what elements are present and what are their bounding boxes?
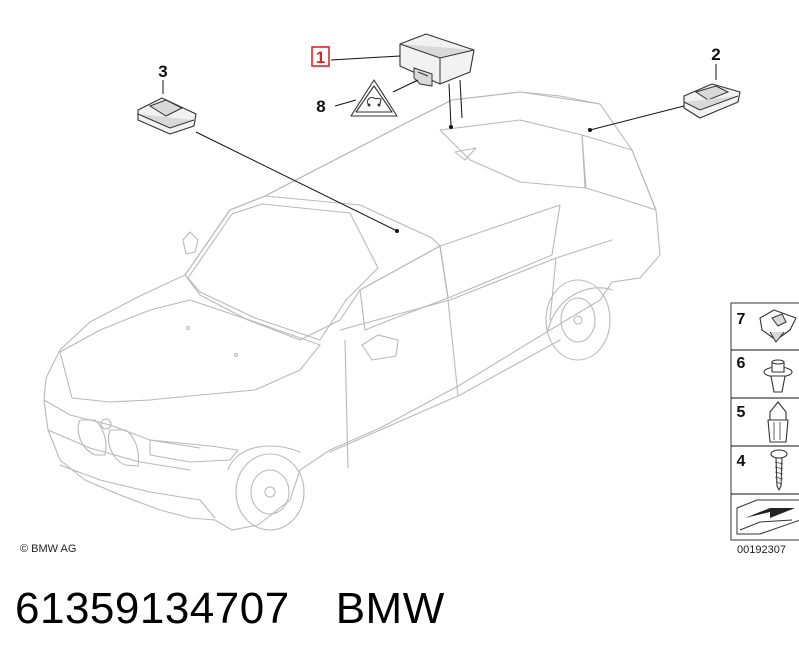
reference-number: 00192307 — [737, 544, 786, 556]
part-1-control-module — [399, 33, 475, 87]
warning-triangle-icon — [367, 97, 382, 107]
clip-part-7 — [759, 309, 797, 343]
side-item-6-label: 6 — [737, 355, 746, 372]
callout-2: 2 — [711, 45, 720, 64]
copyright-text: © BMW AG — [20, 543, 76, 555]
footer-caption: 61359134707 BMW — [15, 584, 445, 634]
push-rivet-part-6 — [763, 359, 793, 393]
part-number: 61359134707 — [15, 584, 290, 633]
side-item-5-label: 5 — [737, 404, 746, 421]
parts-diagram: 1 2 3 8 7 6 5 4 — [20, 33, 799, 556]
callout-3: 3 — [158, 62, 167, 81]
callout-8: 8 — [316, 97, 325, 116]
brand-name: BMW — [335, 584, 445, 633]
screw-part-4 — [770, 449, 788, 491]
part-8-warning-label — [350, 79, 398, 117]
car-illustration — [43, 91, 661, 531]
part-2-module — [683, 83, 741, 119]
callout-1: 1 — [316, 48, 325, 67]
leader-lines — [162, 55, 717, 233]
callout-1-highlight-box — [311, 46, 330, 67]
arrow-left-icon — [736, 499, 799, 535]
part-3-module — [137, 97, 197, 135]
side-panel: 7 6 5 4 — [730, 302, 799, 541]
expansion-nut-part-5 — [767, 401, 789, 443]
side-item-4-label: 4 — [737, 453, 746, 470]
side-item-7-label: 7 — [737, 311, 746, 328]
